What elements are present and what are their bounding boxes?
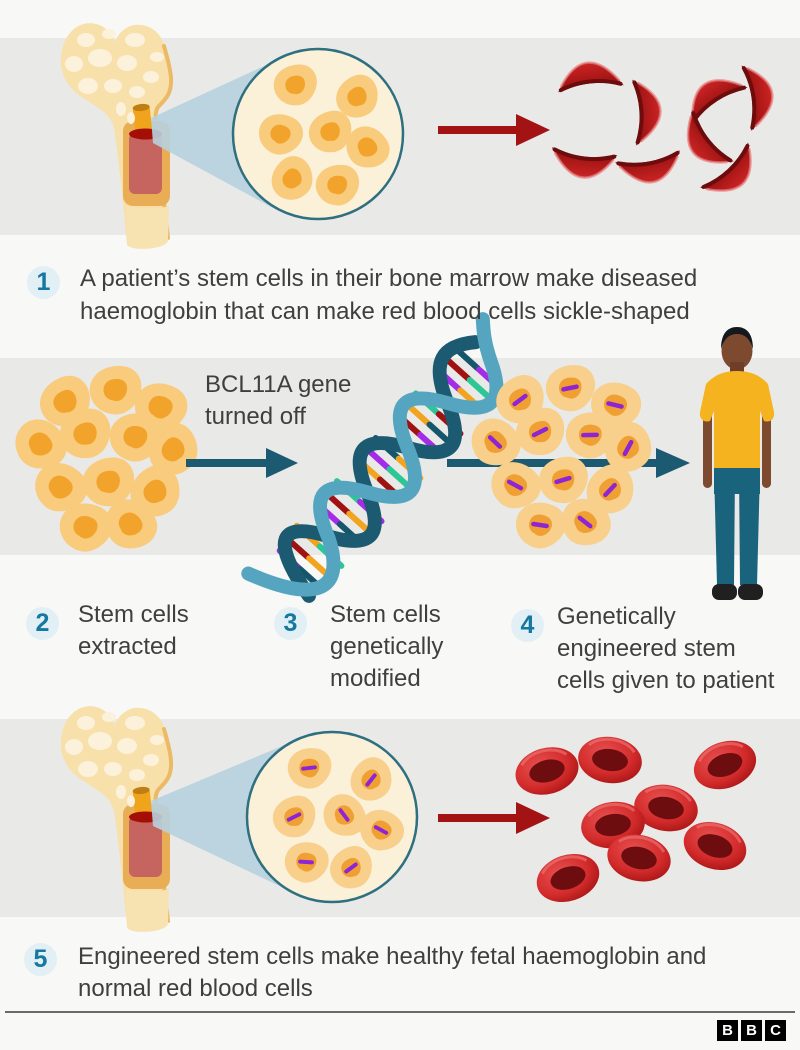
dna-gene-label-line: BCL11A gene — [205, 371, 352, 398]
teal-arrow-1 — [186, 448, 298, 478]
step-5-text: Engineered stem cells make healthy fetal… — [78, 941, 706, 1005]
bbc-logo-letter: B — [717, 1020, 738, 1041]
footer-divider — [5, 1011, 795, 1013]
step-text-line: cells given to patient — [557, 667, 775, 694]
step-text-line: Stem cells — [78, 601, 189, 628]
bone-marrow-illustration-2 — [58, 704, 419, 934]
step-text-line: Stem cells — [330, 601, 441, 628]
dna-gene-label-line: turned off — [205, 403, 306, 430]
bone-marrow-illustration-1 — [58, 21, 405, 251]
step-3-badge: 3 — [274, 607, 307, 640]
bbc-logo-letter: B — [741, 1020, 762, 1041]
red-arrow-2 — [438, 802, 550, 834]
step-5-badge: 5 — [24, 943, 57, 976]
step-text-line: genetically — [330, 633, 444, 660]
step-1-text: A patient’s stem cells in their bone mar… — [80, 262, 697, 328]
step-text-line: Genetically — [557, 603, 676, 630]
step-4-text: Genetically engineered stem cells given … — [557, 601, 774, 697]
dna-helix-icon — [241, 312, 504, 603]
step-text-line: extracted — [78, 633, 177, 660]
step-text-line: Engineered stem cells make healthy fetal… — [78, 943, 707, 970]
step-text-line: normal red blood cells — [78, 975, 313, 1002]
red-arrow-1 — [438, 114, 550, 146]
step-2-badge: 2 — [26, 607, 59, 640]
step-4-badge: 4 — [511, 609, 544, 642]
bbc-logo-letter: C — [765, 1020, 786, 1041]
step-text-line: modified — [330, 665, 421, 692]
step-2-text: Stem cells extracted — [78, 599, 189, 663]
bbc-logo: B B C — [717, 1020, 786, 1041]
step-1-badge: 1 — [27, 266, 60, 299]
step-3-text: Stem cells genetically modified — [330, 599, 443, 695]
patient-figure — [699, 327, 775, 600]
step-text-line: A patient’s stem cells in their bone mar… — [80, 265, 698, 292]
dna-gene-label: BCL11A gene turned off — [205, 369, 351, 433]
step-text-line: engineered stem — [557, 635, 736, 662]
step-text-line: haemoglobin that can make red blood cell… — [80, 298, 690, 325]
